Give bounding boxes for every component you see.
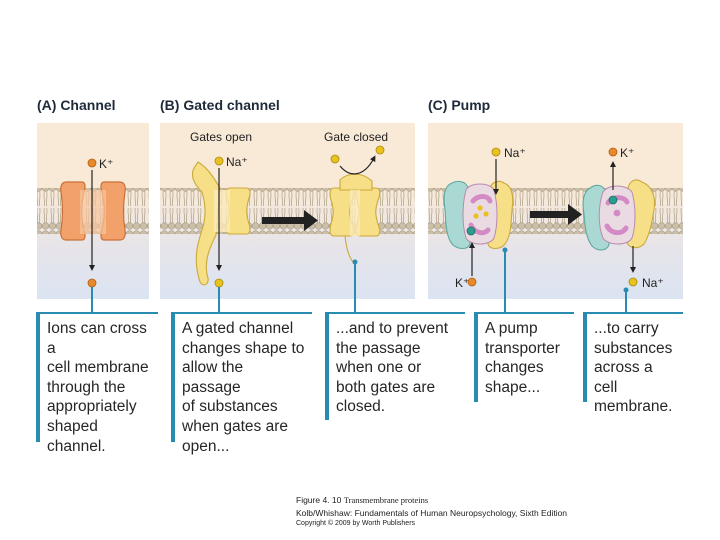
callout-gated-open-text: A gated channel changes shape to allow t… xyxy=(182,320,305,455)
pump-transporter-1 xyxy=(443,180,514,250)
leader-dot-b2 xyxy=(352,259,358,265)
leader-lines xyxy=(91,252,627,312)
callout-gated-closed-text: ...and to prevent the passage when one o… xyxy=(336,320,449,416)
callout-gated-closed: ...and to prevent the passage when one o… xyxy=(325,312,465,420)
na-ion-label-c-out: Na⁺ xyxy=(642,276,664,290)
k-channel xyxy=(60,181,126,241)
gated-channel-open xyxy=(191,161,251,286)
k-ion-label-c-in: K⁺ xyxy=(455,276,469,290)
figure-number: Figure 4. 10 xyxy=(296,495,342,505)
gate-closed-label: Gate closed xyxy=(324,130,388,144)
k-ion-bottom xyxy=(87,278,97,288)
na-ion-left xyxy=(330,154,340,164)
k-ion-out xyxy=(608,147,618,157)
figure-copyright: Copyright © 2009 by Worth Publishers xyxy=(296,520,416,527)
curved-arrow-b xyxy=(339,155,376,175)
na-ion-label-b: Na⁺ xyxy=(226,155,248,169)
panel-b-title: (B) Gated channel xyxy=(160,97,280,113)
figure-caption-line1: Figure 4. 10 Transmembrane proteins xyxy=(296,495,428,505)
callout-pump-shape: A pump transporter changes shape... xyxy=(474,312,574,402)
transition-arrow-c xyxy=(530,204,582,225)
k-ion-label-c-out: K⁺ xyxy=(620,146,634,160)
k-ion-in xyxy=(467,277,477,287)
na-ion-top xyxy=(214,156,224,166)
callout-channel-text: Ions can cross a cell membrane through t… xyxy=(47,320,149,455)
k-ion-label-a: K⁺ xyxy=(99,157,113,171)
leader-dot-c1 xyxy=(502,247,508,253)
na-ion-right xyxy=(375,145,385,155)
panel-c-title: (C) Pump xyxy=(428,97,491,113)
leader-dot-c2 xyxy=(623,287,629,293)
callout-gated-open: A gated channel changes shape to allow t… xyxy=(171,312,312,455)
gates-open-label: Gates open xyxy=(190,130,252,144)
k-ion-top xyxy=(87,158,97,168)
callout-pump-shape-text: A pump transporter changes shape... xyxy=(485,320,560,396)
figure-title: Transmembrane proteins xyxy=(343,495,429,505)
figure-caption-line2: Kolb/Whishaw: Fundamentals of Human Neur… xyxy=(296,508,568,518)
na-ion-in xyxy=(491,147,501,157)
transition-arrow-b xyxy=(262,210,318,231)
pump-transporter-2 xyxy=(582,179,656,251)
panel-a-title: (A) Channel xyxy=(37,97,116,113)
na-ion-bottom xyxy=(214,278,224,288)
callout-pump-carry: ...to carry substances across a cell mem… xyxy=(583,312,683,415)
callout-pump-carry-text: ...to carry substances across a cell mem… xyxy=(594,320,673,416)
gated-channel-closed xyxy=(329,173,381,266)
callout-channel: Ions can cross a cell membrane through t… xyxy=(36,312,158,455)
na-ion-label-c-in: Na⁺ xyxy=(504,146,526,160)
na-ion-out xyxy=(628,277,638,287)
